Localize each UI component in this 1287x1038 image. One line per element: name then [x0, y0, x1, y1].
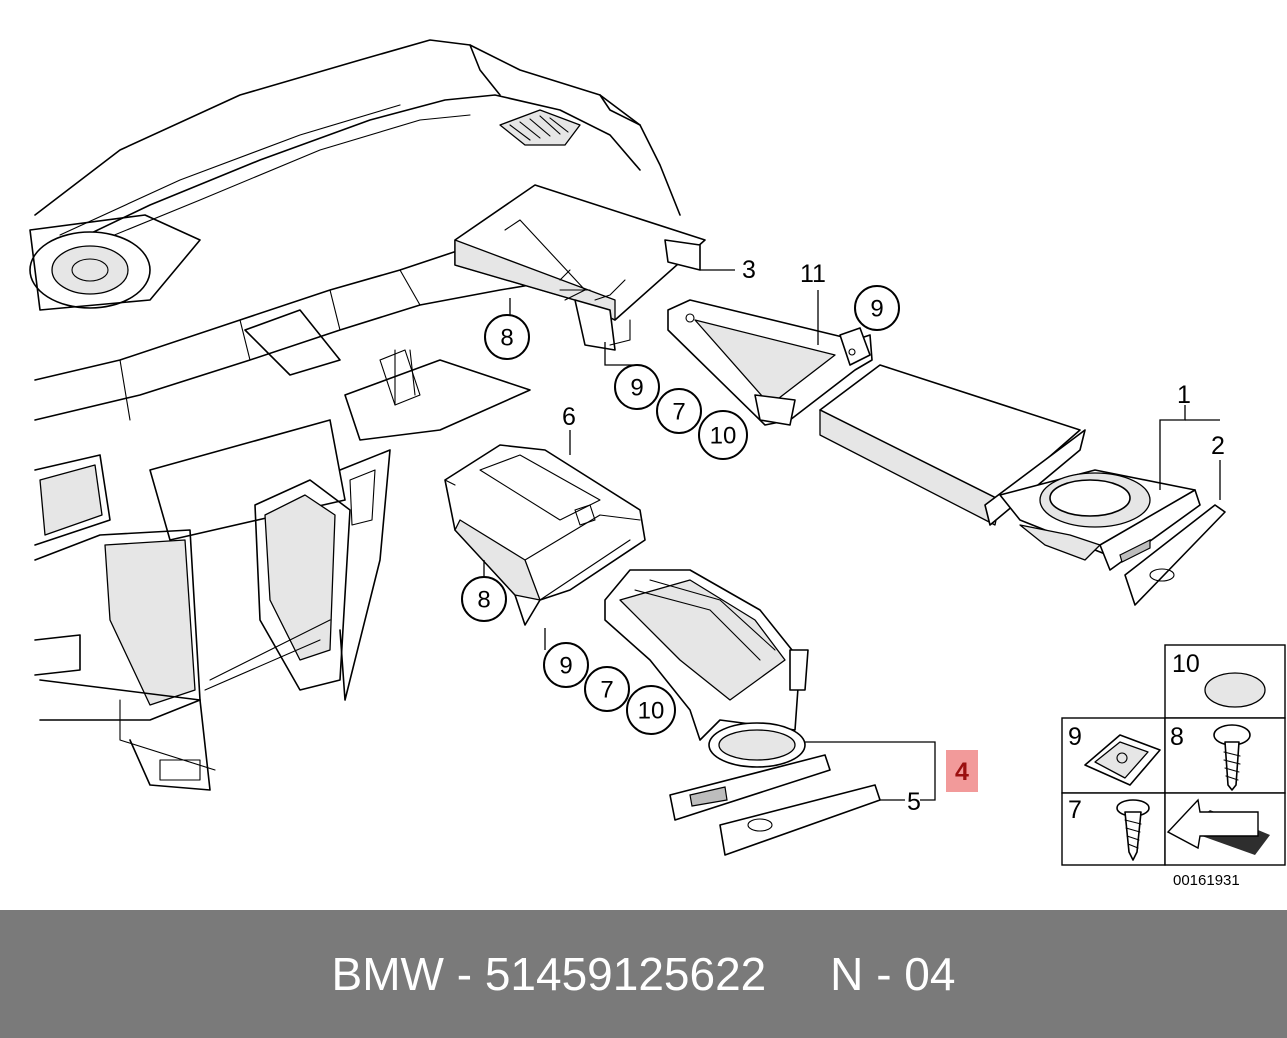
callout-5: 5	[907, 788, 921, 816]
callout-circle-9-mid: 9	[614, 364, 660, 410]
parts-diagram: 3 11 1 2 6 5 8 9 9 7 10 8	[29, 39, 1286, 889]
svg-text:8: 8	[500, 325, 513, 352]
svg-text:8: 8	[477, 587, 490, 614]
tapping-screw-icon	[1116, 799, 1150, 861]
legend-label-7: 7	[1068, 796, 1082, 824]
callout-6: 6	[562, 403, 576, 431]
part-number-footer: BMW - 51459125622 N - 04	[0, 910, 1287, 1038]
legend-label-8: 8	[1170, 723, 1184, 751]
callout-circle-10-lower: 10	[626, 685, 676, 735]
legend-label-10: 10	[1172, 650, 1200, 678]
svg-text:9: 9	[870, 296, 883, 323]
svg-text:9: 9	[630, 375, 643, 402]
callout-11: 11	[800, 260, 826, 288]
svg-text:10: 10	[638, 698, 665, 725]
part-3-housing	[454, 184, 706, 351]
callout-circle-7-mid: 7	[656, 388, 702, 434]
callout-circle-10-mid: 10	[698, 410, 748, 460]
callout-2: 2	[1211, 432, 1225, 460]
callout-circle-8-lower: 8	[461, 576, 507, 622]
callout-3: 3	[742, 256, 756, 284]
footer-position-prefix: N	[830, 948, 864, 1000]
clip-nut-icon	[1084, 734, 1161, 786]
hardware-legend: 10 9 8 7	[1061, 644, 1286, 866]
legend-label-9: 9	[1068, 723, 1082, 751]
part-6-frame	[444, 444, 646, 626]
highlighted-part-number: 4	[955, 758, 969, 786]
callout-circle-7-lower: 7	[584, 666, 630, 712]
footer-part-number: 51459125622	[484, 948, 767, 1000]
diagram-reference-number: 00161931	[1173, 872, 1240, 889]
screw-with-washer-icon	[1213, 724, 1251, 791]
direction-arrow-icon	[1166, 798, 1270, 855]
plug-cap-icon	[1204, 672, 1266, 708]
svg-text:7: 7	[672, 399, 685, 426]
leader-lines	[483, 269, 1221, 801]
footer-position-separator: -	[876, 948, 892, 1000]
svg-text:10: 10	[710, 423, 737, 450]
highlighted-part-label: 4	[946, 750, 978, 792]
callout-1: 1	[1177, 381, 1191, 409]
svg-text:9: 9	[559, 653, 572, 680]
svg-text:7: 7	[600, 677, 613, 704]
part-4-ashtray	[604, 569, 881, 856]
callout-circle-8-top: 8	[484, 314, 530, 360]
circled-callouts: 8 9 9 7 10 8 9 7	[461, 285, 900, 735]
footer-position-number: 04	[904, 948, 956, 1000]
footer-separator: -	[456, 948, 473, 1000]
part-11-bracket	[667, 299, 873, 426]
callout-circle-9-top-right: 9	[854, 285, 900, 331]
footer-brand: BMW	[331, 948, 444, 1000]
callout-circle-9-lower: 9	[543, 642, 589, 688]
part-1-cupholder	[819, 364, 1226, 606]
callout-labels: 3 11 1 2 6 5	[562, 256, 1225, 816]
dashboard-illustration	[29, 39, 681, 791]
